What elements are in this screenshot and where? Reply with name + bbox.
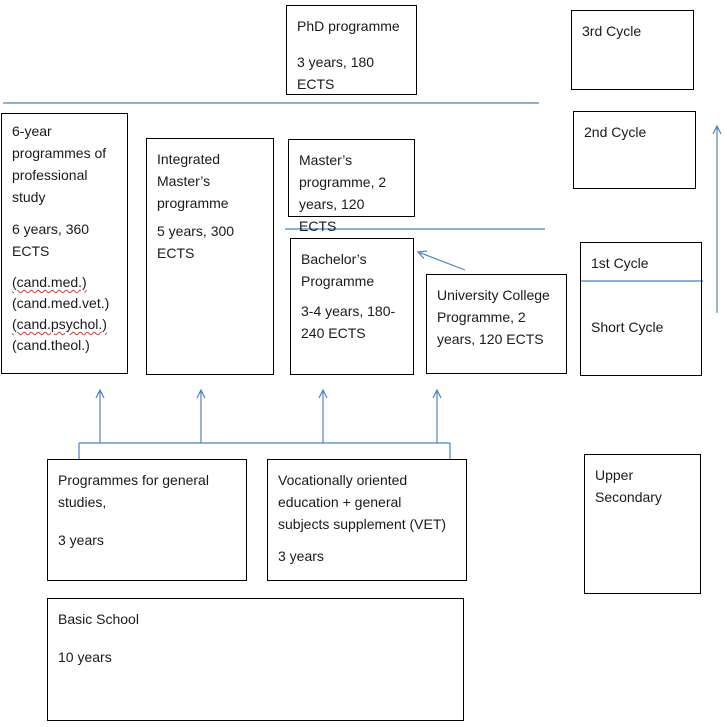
vet-detail: 3 years [278, 548, 324, 564]
basic-detail: 10 years [58, 649, 112, 665]
masters-programme-box: Master’s programme, 2 years, 120 ECTS [288, 139, 415, 234]
six-year-detail: 6 years, 360 ECTS [12, 221, 90, 259]
university-college-box: University College Programme, 2 years, 1… [426, 274, 567, 374]
phd-detail: 3 years, 180 ECTS [297, 54, 375, 92]
degree-cand-theol: (cand.theol.) [12, 337, 90, 353]
second-cycle-label: 2nd Cycle [584, 124, 647, 140]
third-cycle-box: 3rd Cycle [571, 10, 694, 90]
first-short-cycle-box: 1st Cycle Short Cycle [580, 242, 702, 376]
general-title: Programmes for general studies, [58, 472, 209, 510]
phd-title: PhD programme [297, 18, 400, 34]
upper-secondary-box: Upper Secondary [584, 454, 701, 594]
general-studies-box: Programmes for general studies, 3 years [47, 459, 247, 581]
vet-box: Vocationally oriented education + genera… [267, 459, 467, 581]
masters-text: Master’s programme, 2 years, 120 ECTS [299, 152, 387, 234]
bachelor-detail: 3-4 years, 180-240 ECTS [301, 303, 396, 341]
integrated-title: Integrated Master’s programme [157, 151, 229, 211]
short-cycle-label: Short Cycle [591, 319, 664, 335]
bachelor-title: Bachelor’s Programme [301, 251, 375, 289]
basic-school-box: Basic School 10 years [47, 598, 464, 721]
first-cycle-label: 1st Cycle [591, 255, 649, 271]
arrow-univ-college-to-bachelor [418, 252, 466, 271]
third-cycle-label: 3rd Cycle [582, 23, 642, 39]
six-year-programme-box: 6-year programmes of professional study … [1, 113, 128, 374]
degree-cand-psychol: (cand.psychol.) [12, 316, 107, 332]
basic-title: Basic School [58, 611, 139, 627]
bachelors-programme-box: Bachelor’s Programme 3-4 years, 180-240 … [290, 238, 414, 375]
integrated-masters-box: Integrated Master’s programme 5 years, 3… [146, 138, 274, 375]
integrated-detail: 5 years, 300 ECTS [157, 223, 235, 261]
general-detail: 3 years [58, 532, 104, 548]
degree-cand-med: (cand.med.) [12, 274, 87, 290]
second-cycle-box: 2nd Cycle [573, 111, 696, 189]
vet-title: Vocationally oriented education + genera… [278, 472, 447, 532]
phd-programme-box: PhD programme 3 years, 180 ECTS [286, 5, 417, 95]
univ-college-text: University College Programme, 2 years, 1… [437, 287, 550, 347]
upper-secondary-label: Upper Secondary [595, 467, 662, 505]
six-year-title: 6-year programmes of professional study [12, 123, 107, 205]
degree-cand-med-vet: (cand.med.vet.) [12, 295, 110, 311]
